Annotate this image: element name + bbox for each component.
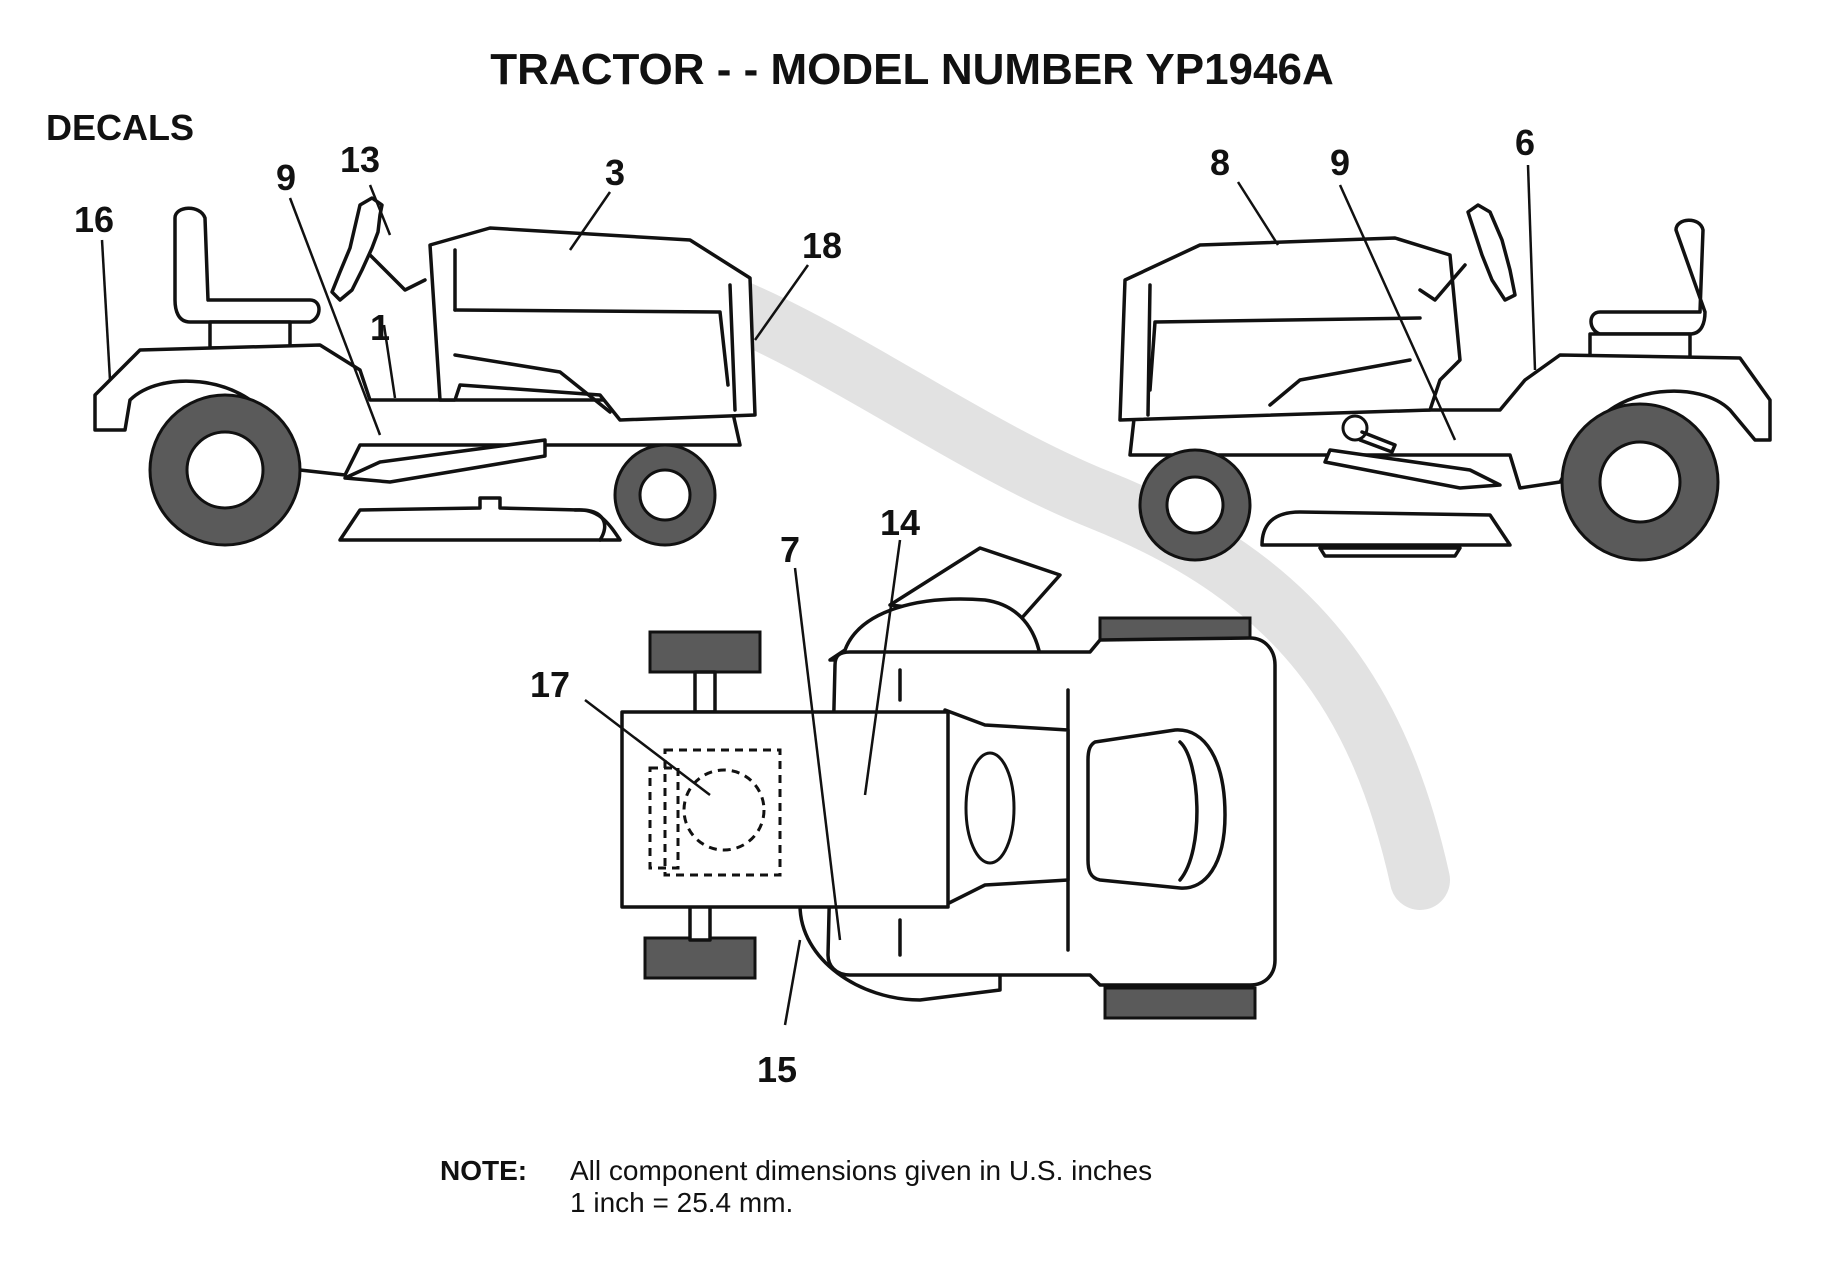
footrest-right — [1323, 448, 1502, 490]
footrest — [343, 438, 547, 484]
right-view-leaders — [1236, 164, 1537, 441]
callout-16: 16 — [74, 199, 114, 240]
callout-7: 7 — [780, 529, 800, 570]
steering-wheel-right — [1466, 203, 1517, 302]
seat-right — [1589, 218, 1707, 336]
callout-1: 1 — [370, 307, 390, 348]
right-view-callouts: 8 9 6 — [1210, 122, 1535, 183]
callout-13: 13 — [340, 139, 380, 180]
top-seat — [1086, 728, 1227, 890]
tractor-right-side-view — [1118, 203, 1772, 562]
mower-deck-right — [1260, 510, 1512, 547]
tractor-left-side-view — [93, 196, 757, 547]
callout-9-right: 9 — [1330, 142, 1350, 183]
hood-right — [1118, 236, 1462, 422]
note-line-1: All component dimensions given in U.S. i… — [570, 1155, 1152, 1186]
left-view-leaders — [100, 184, 810, 436]
section-label-decals: DECALS — [46, 107, 194, 148]
seat-base — [208, 320, 292, 350]
page-title: TRACTOR - - MODEL NUMBER YP1946A — [490, 45, 1333, 94]
callout-15: 15 — [757, 1049, 797, 1090]
top-view-leaders — [584, 539, 902, 1026]
callout-6: 6 — [1515, 122, 1535, 163]
tractor-top-view — [620, 546, 1277, 1020]
callout-18: 18 — [802, 225, 842, 266]
top-front-wheel-lower — [643, 936, 757, 980]
note-label: NOTE: — [440, 1155, 527, 1186]
steering-wheel — [330, 196, 384, 302]
top-hood — [620, 710, 950, 909]
callout-14: 14 — [880, 502, 920, 543]
left-view-callouts: 16 9 13 3 18 1 — [74, 139, 842, 348]
mower-deck — [338, 496, 622, 542]
seat — [173, 206, 321, 324]
top-rear-wheel-lower — [1103, 986, 1257, 1020]
hood — [428, 226, 757, 422]
callout-3: 3 — [605, 152, 625, 193]
callout-8: 8 — [1210, 142, 1230, 183]
dimension-note: NOTE: All component dimensions given in … — [440, 1155, 1152, 1218]
top-view-callouts: 14 7 17 15 — [530, 502, 920, 1090]
top-front-wheel-upper — [648, 630, 762, 674]
note-line-2: 1 inch = 25.4 mm. — [570, 1187, 793, 1218]
callout-17: 17 — [530, 664, 570, 705]
callout-9-left: 9 — [276, 157, 296, 198]
